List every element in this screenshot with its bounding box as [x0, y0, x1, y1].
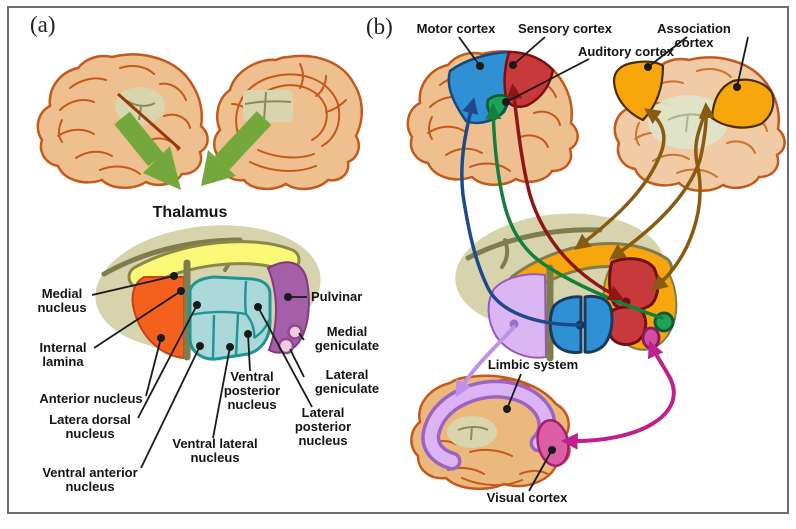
green-arrow-right: [201, 111, 272, 186]
brain-limbic: [410, 374, 571, 490]
thalamus-title: Thalamus: [152, 204, 228, 221]
label-anterior-nucleus: Anterior nucleus: [39, 391, 143, 406]
label-ventral-lateral: Ventral lateral nucleus: [172, 436, 258, 466]
label-visual-cortex: Visual cortex: [486, 490, 568, 505]
label-medial-geniculate: Medial geniculate: [314, 324, 380, 354]
label-ventral-anterior: Ventral anterior nucleus: [42, 465, 138, 495]
medial-geniculate-circle: [287, 324, 303, 340]
panel-b-leader-dots: [476, 61, 741, 454]
thalamus-patch: [243, 90, 293, 122]
panel-a-leader-lines: [91, 275, 313, 469]
thalamus-cut-line: [117, 92, 181, 151]
ventral-nuclei-region: [188, 275, 272, 361]
label-ventral-posterior: Ventral posterior nucleus: [223, 369, 281, 413]
association-pathway-arrow-3: [651, 116, 705, 292]
panel-a-leader-dots: [157, 272, 292, 351]
label-lateral-geniculate: Lateral geniculate: [314, 367, 380, 397]
label-motor-cortex: Motor cortex: [416, 21, 496, 36]
limbic-region-dot: [509, 319, 519, 329]
label-association-cortex: Association cortex: [657, 21, 731, 51]
label-medial-nucleus: Medial nucleus: [37, 286, 87, 316]
sensory-pathway-arrow: [506, 83, 625, 301]
association-cortex-back-region: [710, 78, 775, 129]
visual-pathway-arrow: [560, 340, 676, 450]
label-auditory-cortex: Auditory cortex: [577, 44, 675, 59]
label-lateral-posterior: Lateral posterior nucleus: [294, 405, 352, 449]
panel-b-leader-lines: [458, 36, 749, 492]
panel-a-tag: (a): [30, 12, 56, 37]
motor-pathway-arrow: [460, 97, 582, 327]
label-sensory-cortex: Sensory cortex: [518, 21, 612, 36]
label-internal-lamina: Internal lamina: [39, 340, 87, 370]
label-latera-dorsal: Latera dorsal nucleus: [49, 412, 131, 442]
brain-medial-right: [213, 54, 363, 191]
limbic-pathway-arrow: [455, 325, 516, 398]
green-arrow-left: [114, 111, 181, 190]
label-limbic-system: Limbic system: [487, 357, 579, 372]
label-pulvinar: Pulvinar: [311, 289, 363, 304]
panel-b-tag: (b): [366, 14, 393, 39]
